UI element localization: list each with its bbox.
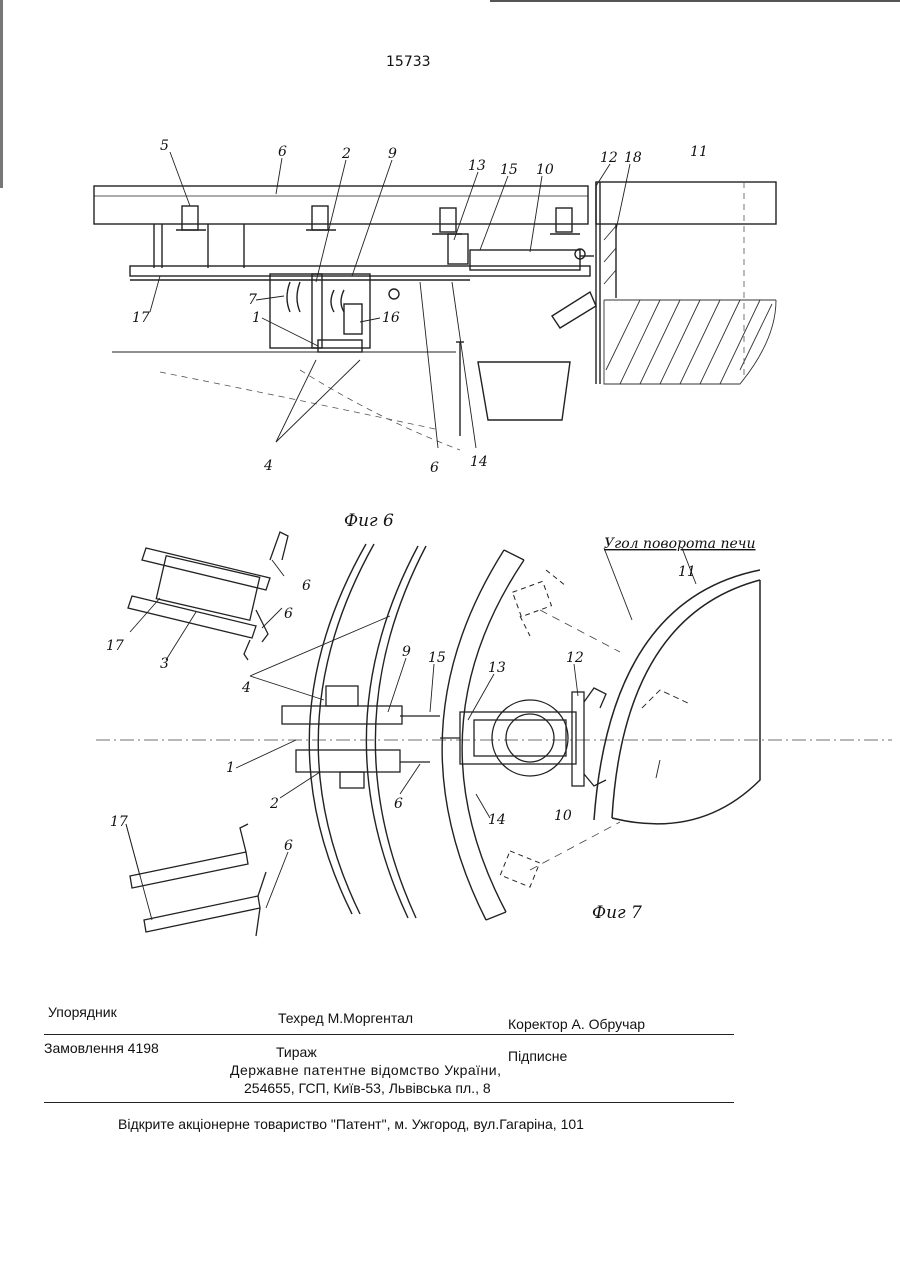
fig7-label-13: 13 bbox=[488, 660, 506, 676]
fig7-label-3: 3 bbox=[160, 656, 169, 672]
fig6-label-15: 15 bbox=[500, 162, 518, 178]
fig6-label-5: 5 bbox=[160, 138, 169, 154]
fig6-label-18: 18 bbox=[624, 150, 642, 166]
fig7-label-15: 15 bbox=[428, 650, 446, 666]
fig6-dashed-lines bbox=[160, 182, 744, 450]
imprint-divider-bottom bbox=[44, 1102, 734, 1103]
fig6-caption: Фиг 6 bbox=[344, 511, 394, 531]
fig6-label-6b: 6 bbox=[430, 460, 439, 476]
fig6-label-6: 6 bbox=[278, 144, 287, 160]
fig6-label-14: 14 bbox=[470, 454, 488, 470]
fig6-furnace-hatching bbox=[604, 226, 776, 384]
fig6-label-16: 16 bbox=[382, 310, 400, 326]
scan-edge-left bbox=[0, 0, 3, 188]
fig7-label-17a: 17 bbox=[106, 638, 124, 654]
imprint-circulation: Тираж bbox=[276, 1044, 317, 1060]
fig6-label-17: 17 bbox=[132, 310, 150, 326]
fig6-label-2: 2 bbox=[341, 146, 351, 162]
fig7-label-9: 9 bbox=[402, 644, 411, 660]
fig6-label-13: 13 bbox=[468, 158, 486, 174]
imprint-order: Замовлення 4198 bbox=[44, 1040, 159, 1056]
fig6-label-11: 11 bbox=[690, 144, 708, 160]
imprint-divider-top bbox=[44, 1034, 734, 1035]
fig7-label-6d: 6 bbox=[284, 838, 293, 854]
fig7-label-14: 14 bbox=[488, 812, 506, 828]
imprint-signed: Підписне bbox=[508, 1048, 567, 1064]
imprint-compiler: Упорядник bbox=[48, 1004, 117, 1020]
fig7-angle-label: Угол поворота печи bbox=[604, 536, 756, 552]
fig6-label-12: 12 bbox=[600, 150, 618, 166]
fig7-label-6b: 6 bbox=[284, 606, 293, 622]
fig7-label-11: 11 bbox=[678, 564, 696, 580]
imprint-office-line2: 254655, ГСП, Київ-53, Львівська пл., 8 bbox=[244, 1080, 491, 1096]
fig6-label-10: 10 bbox=[536, 162, 554, 178]
scan-edge-top bbox=[490, 0, 900, 2]
fig7-label-17b: 17 bbox=[110, 814, 128, 830]
fig7-label-1: 1 bbox=[226, 760, 235, 776]
fig7-caption: Фиг 7 bbox=[592, 903, 642, 923]
fig7-label-6c: 6 bbox=[394, 796, 403, 812]
fig7-label-2: 2 bbox=[269, 796, 279, 812]
fig7-label-4: 4 bbox=[241, 680, 251, 696]
imprint-publisher: Відкрите акціонерне товариство "Патент",… bbox=[118, 1116, 584, 1132]
fig6-frame-structure bbox=[94, 182, 776, 436]
imprint-tech-editor: Техред М.Моргентал bbox=[278, 1010, 413, 1026]
fig7-label-6a: 6 bbox=[302, 578, 311, 594]
fig6-label-4: 4 bbox=[263, 458, 273, 474]
figure-6-drawing: 5 6 2 9 13 15 10 12 18 11 7 1 16 17 4 6 … bbox=[0, 0, 900, 1000]
fig7-angle-leaders bbox=[604, 548, 696, 620]
fig6-bolts bbox=[176, 206, 580, 234]
fig6-label-9: 9 bbox=[388, 146, 397, 162]
fig6-label-7: 7 bbox=[248, 292, 257, 308]
fig7-furnace bbox=[594, 570, 760, 824]
imprint-office-line1: Державне патентне відомство України, bbox=[230, 1062, 502, 1078]
fig7-label-12: 12 bbox=[566, 650, 584, 666]
fig6-label-1: 1 bbox=[252, 310, 261, 326]
fig7-rails bbox=[309, 544, 524, 920]
fig7-label-10: 10 bbox=[554, 808, 572, 824]
imprint-corrector: Коректор А. Обручар bbox=[508, 1016, 645, 1032]
